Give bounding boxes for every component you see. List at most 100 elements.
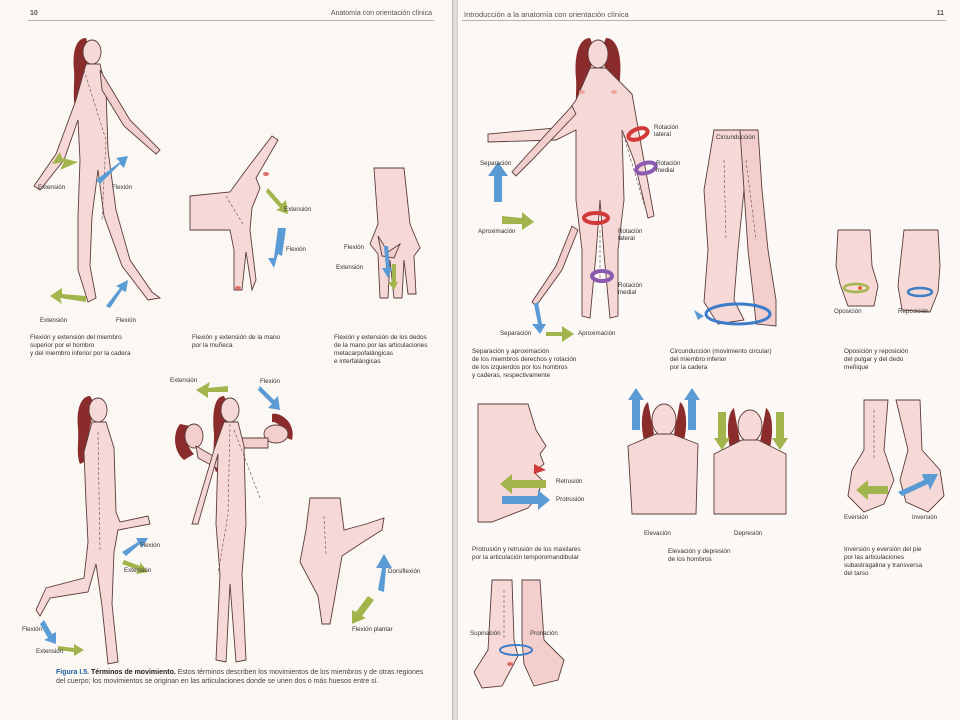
- knee-illustration: [35, 396, 151, 665]
- label-medial-rotation-arm: Rotación medial: [656, 160, 680, 175]
- figure-shoulders: Elevación Depresión: [624, 384, 804, 544]
- abduction-illustration: [487, 38, 658, 342]
- label-separation: Separación: [500, 330, 532, 337]
- label-line: lateral: [654, 131, 671, 139]
- page-number: 10: [30, 10, 38, 17]
- label-extension: Extensión: [336, 264, 364, 271]
- label-line: medial: [656, 167, 675, 175]
- caption-line: Oposición y reposición: [844, 348, 909, 355]
- caption-line: de los izquierdos por los hombros: [472, 364, 568, 371]
- caption-line: Flexión y extensión de los dedos: [334, 334, 427, 341]
- caption-line: por la articulación temporomandibular: [472, 554, 579, 561]
- figure-wrist: Extensión Flexión: [189, 130, 320, 330]
- caption-line: Protrusión y retrusión de los maxilares: [472, 546, 581, 553]
- label-line: lateral: [618, 235, 635, 243]
- caption-foot: Inversión y eversión del pie por las art…: [844, 546, 954, 578]
- opposition-illustration: [835, 229, 941, 313]
- caption-line: Flexión y extensión de la mano: [192, 334, 281, 341]
- label-opposition: Oposición: [834, 308, 862, 315]
- caption-line: Flexión y extensión del miembro: [30, 334, 122, 341]
- label-reposition: Reposición: [898, 308, 929, 315]
- label-flexion: Flexión: [22, 626, 42, 633]
- book-gutter: [452, 0, 458, 720]
- caption-circumduction: Circunducción (movimiento circular) del …: [670, 348, 820, 372]
- label-elevation: Elevación: [644, 530, 671, 537]
- caption-line: del pulgar y del dedo: [844, 356, 904, 363]
- wrist-illustration: [189, 135, 288, 292]
- caption-line: por las articulaciones: [844, 554, 905, 561]
- left-page: 10 Anatomía con orientación clínica Exte…: [0, 0, 452, 720]
- caption-line: Separación y aproximación: [472, 348, 550, 355]
- figure-trunk: Extensión Flexión: [168, 374, 308, 674]
- caption-line: y del miembro inferior por la cadera: [30, 350, 131, 357]
- label-extension: Extensión: [284, 206, 312, 213]
- fingers-illustration: [369, 167, 421, 299]
- caption-shoulders: Elevación y depresión de los hombros: [668, 548, 798, 564]
- running-title: Introducción a la anatomía con orientaci…: [464, 10, 629, 19]
- walk-illustration: [33, 38, 162, 308]
- label-line: Rotación: [618, 228, 643, 235]
- caption-line: del tarso: [844, 570, 869, 577]
- page-number: 11: [936, 10, 944, 17]
- caption-line: e interfalángicas: [334, 358, 381, 365]
- label-pronation: Pronación: [530, 630, 558, 637]
- figure-knee: Flexión Extensión Flexión Extensión: [22, 392, 170, 672]
- figure-opposition: Oposición Reposición: [834, 226, 944, 346]
- label-adduction: Aproximación: [478, 228, 516, 235]
- caption-line: meñique: [844, 364, 869, 371]
- figure-fingers: Flexión Extensión: [334, 164, 434, 304]
- label-extension: Extensión: [36, 648, 64, 655]
- ankle-illustration: [299, 497, 392, 625]
- label-protrusion: Protrusión: [556, 496, 585, 503]
- label-extension: Extensión: [170, 377, 198, 384]
- label-line: Rotación: [656, 160, 681, 167]
- caption-wrist: Flexión y extensión de la mano por la mu…: [192, 334, 312, 350]
- header-rule: [462, 20, 946, 21]
- label-adduction: Aproximación: [578, 330, 616, 337]
- caption-line: superior por el hombro: [30, 342, 95, 349]
- label-line: Rotación: [618, 282, 643, 289]
- caption-line: y caderas, respectivamente: [472, 372, 551, 379]
- label-extension: Extensión: [124, 567, 152, 574]
- caption-line: Inversión y eversión del pie: [844, 546, 922, 553]
- figure-caption: Figura I.5. Términos de movimiento. Esto…: [56, 668, 426, 686]
- caption-line: de la mano por las articulaciones: [334, 342, 428, 349]
- label-medial-rotation-leg: Rotación medial: [618, 282, 642, 297]
- caption-abduction: Separación y aproximación de los miembro…: [472, 348, 652, 380]
- caption-opposition: Oposición y reposición del pulgar y del …: [844, 348, 954, 372]
- caption-line: por la muñeca: [192, 342, 233, 349]
- jaw-illustration: [477, 403, 550, 523]
- figure-caption-label: Figura I.5.: [56, 669, 90, 676]
- caption-line: del miembro inferior: [670, 356, 727, 363]
- label-flexion: Flexión: [140, 542, 160, 549]
- figure-caption-title: Términos de movimiento.: [91, 669, 176, 676]
- figure-abduction-rotation: Separación Aproximación Separación Aprox…: [472, 30, 682, 350]
- label-flexion: Flexión: [112, 184, 132, 191]
- label-extension: Extensión: [38, 184, 66, 191]
- label-separation: Separación: [480, 160, 512, 167]
- label-inversion: Inversión: [912, 514, 938, 521]
- caption-walk: Flexión y extensión del miembro superior…: [30, 334, 180, 358]
- forearm-illustration: [473, 579, 565, 689]
- label-lateral-rotation-leg: Rotación lateral: [618, 228, 642, 243]
- label-flexion: Flexión: [116, 317, 136, 324]
- caption-line: Circunducción (movimiento circular): [670, 348, 772, 355]
- caption-line: por la cadera: [670, 364, 708, 371]
- figure-jaw: Retrusión Protrusión: [472, 403, 612, 534]
- label-depression: Depresión: [734, 530, 763, 537]
- figure-foot: Eversión Inversión: [844, 399, 954, 530]
- shoulders-illustration: [627, 388, 788, 515]
- caption-line: Elevación y depresión: [668, 548, 731, 555]
- caption-line: subastragalina y transversa: [844, 562, 923, 569]
- header-rule: [28, 20, 434, 21]
- figure-forearm: Supinación Pronación: [468, 579, 578, 700]
- label-flexion: Flexión: [260, 378, 280, 385]
- caption-line: metacarpofalángicas: [334, 350, 393, 357]
- running-title: Anatomía con orientación clínica: [330, 10, 432, 17]
- label-retrusion: Retrusión: [556, 478, 583, 485]
- figure-walk: Extensión Flexión Extensión Flexión: [20, 30, 180, 330]
- label-line: Rotación: [654, 124, 679, 131]
- caption-fingers: Flexión y extensión de los dedos de la m…: [334, 334, 444, 366]
- label-dorsiflexion: Dorsiflexión: [388, 568, 421, 575]
- label-flexion: Flexión: [344, 244, 364, 251]
